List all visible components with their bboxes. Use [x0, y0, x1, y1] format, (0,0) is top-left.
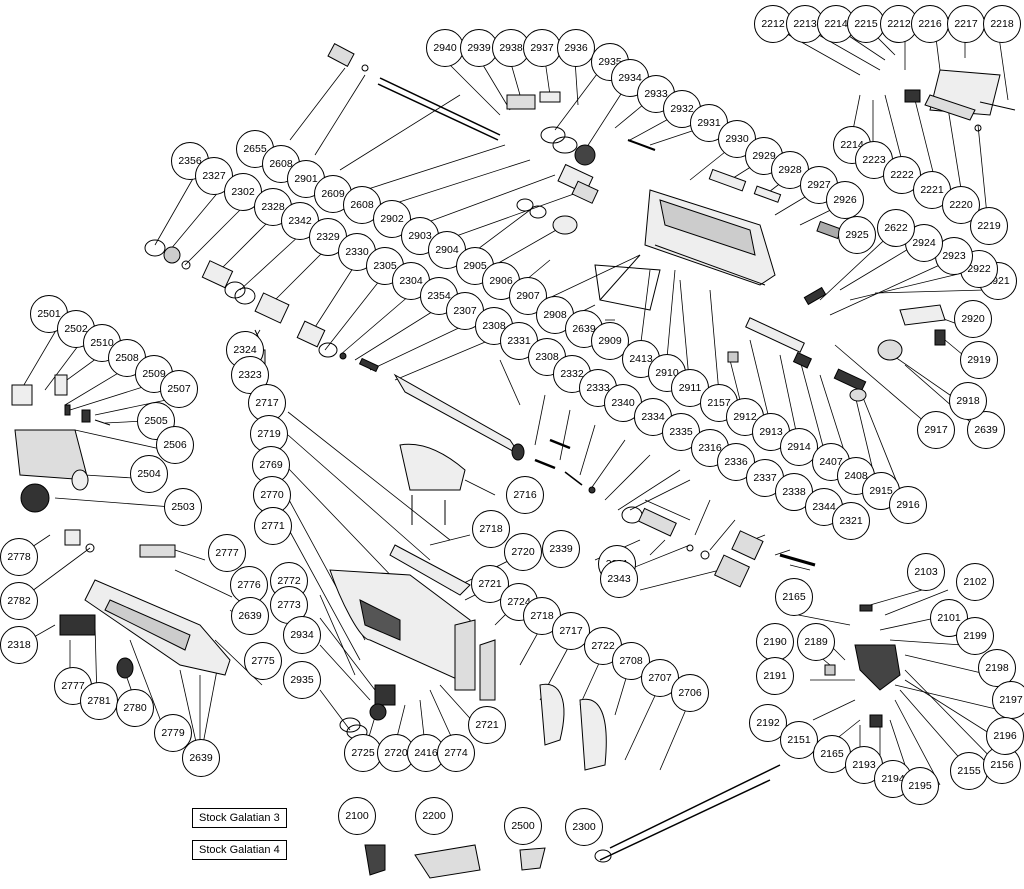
part-callout-2339: 2339: [542, 530, 580, 568]
part-callout-2504: 2504: [130, 455, 168, 493]
part-callout-2189: 2189: [797, 623, 835, 661]
part-callout-2165: 2165: [775, 578, 813, 616]
receiver: [644, 189, 776, 286]
part-callout-2318: 2318: [0, 626, 38, 664]
trigger-assembly: [594, 604, 901, 863]
part-callout-2926: 2926: [826, 181, 864, 219]
part-callout-2706: 2706: [671, 674, 709, 712]
part-callout-2707: 2707: [641, 659, 679, 697]
barrel-parts-left: [144, 239, 525, 461]
bottom-parts: [364, 844, 546, 879]
part-callout-2506: 2506: [156, 426, 194, 464]
part-callout-2716: 2716: [506, 476, 544, 514]
part-callout-2937: 2937: [523, 29, 561, 67]
part-callout-2774: 2774: [437, 734, 475, 772]
part-callout-2343: 2343: [600, 560, 638, 598]
part-callout-2100: 2100: [338, 797, 376, 835]
part-callout-2216: 2216: [911, 5, 949, 43]
part-callout-2781: 2781: [80, 682, 118, 720]
part-callout-2196: 2196: [986, 717, 1024, 755]
part-callout-2215: 2215: [847, 5, 885, 43]
part-callout-2221: 2221: [913, 171, 951, 209]
part-callout-2771: 2771: [254, 507, 292, 545]
part-callout-2721: 2721: [468, 706, 506, 744]
part-callout-2775: 2775: [244, 642, 282, 680]
part-callout-2507: 2507: [160, 370, 198, 408]
part-callout-2935: 2935: [283, 661, 321, 699]
part-callout-2155: 2155: [950, 752, 988, 790]
part-callout-2218: 2218: [983, 5, 1021, 43]
part-callout-2938: 2938: [492, 29, 530, 67]
part-callout-2333: 2333: [579, 369, 617, 407]
part-callout-2102: 2102: [956, 563, 994, 601]
part-callout-2725: 2725: [344, 734, 382, 772]
part-callout-2917: 2917: [917, 411, 955, 449]
part-callout-2770: 2770: [253, 476, 291, 514]
part-callout-2717: 2717: [552, 612, 590, 650]
part-callout-2940: 2940: [426, 29, 464, 67]
part-callout-2913: 2913: [752, 413, 790, 451]
part-callout-2103: 2103: [907, 553, 945, 591]
part-callout-2918: 2918: [949, 382, 987, 420]
stock-galatian-4-label: Stock Galatian 4: [192, 840, 287, 860]
receiver-parts: [594, 254, 946, 402]
part-callout-2338: 2338: [775, 473, 813, 511]
part-callout-2718: 2718: [472, 510, 510, 548]
trigger-top-parts: [904, 69, 1016, 132]
part-callout-2782: 2782: [0, 582, 38, 620]
part-callout-2720: 2720: [504, 533, 542, 571]
part-callout-2639: 2639: [231, 597, 269, 635]
part-callout-2908: 2908: [536, 296, 574, 334]
stock: [329, 443, 607, 771]
part-callout-2219: 2219: [970, 207, 1008, 245]
part-callout-2925: 2925: [838, 216, 876, 254]
part-callout-2778: 2778: [0, 538, 38, 576]
part-callout-2622: 2622: [877, 209, 915, 247]
part-callout-2780: 2780: [116, 689, 154, 727]
part-callout-2200: 2200: [415, 797, 453, 835]
part-callout-2213: 2213: [786, 5, 824, 43]
stock-galatian-3-label: Stock Galatian 3: [192, 808, 287, 828]
part-callout-2195: 2195: [901, 767, 939, 805]
part-callout-2936: 2936: [557, 29, 595, 67]
part-callout-2101: 2101: [930, 599, 968, 637]
part-callout-2916: 2916: [889, 486, 927, 524]
part-callout-2191: 2191: [756, 657, 794, 695]
part-callout-2334: 2334: [634, 398, 672, 436]
part-callout-2190: 2190: [756, 623, 794, 661]
forend: [59, 529, 231, 679]
part-callout-2920: 2920: [954, 300, 992, 338]
part-callout-2500: 2500: [504, 807, 542, 845]
part-callout-2777: 2777: [208, 534, 246, 572]
part-callout-2639: 2639: [182, 739, 220, 777]
part-callout-2321: 2321: [832, 502, 870, 540]
barrel-rod: [327, 42, 501, 141]
part-callout-2914: 2914: [780, 428, 818, 466]
part-callout-2331: 2331: [500, 322, 538, 360]
part-callout-2198: 2198: [978, 649, 1016, 687]
part-callout-2919: 2919: [960, 341, 998, 379]
part-callout-2151: 2151: [780, 721, 818, 759]
part-callout-2909: 2909: [591, 322, 629, 360]
part-callout-2503: 2503: [164, 488, 202, 526]
part-callout-2199: 2199: [956, 617, 994, 655]
part-callout-2777: 2777: [54, 667, 92, 705]
part-callout-2197: 2197: [992, 681, 1024, 719]
rear-sight: [11, 374, 111, 513]
spring-parts: [534, 438, 816, 588]
part-callout-2300: 2300: [565, 808, 603, 846]
part-callout-2934: 2934: [283, 616, 321, 654]
part-callout-2508: 2508: [108, 339, 146, 377]
part-callout-2217: 2217: [947, 5, 985, 43]
part-callout-2165: 2165: [813, 735, 851, 773]
